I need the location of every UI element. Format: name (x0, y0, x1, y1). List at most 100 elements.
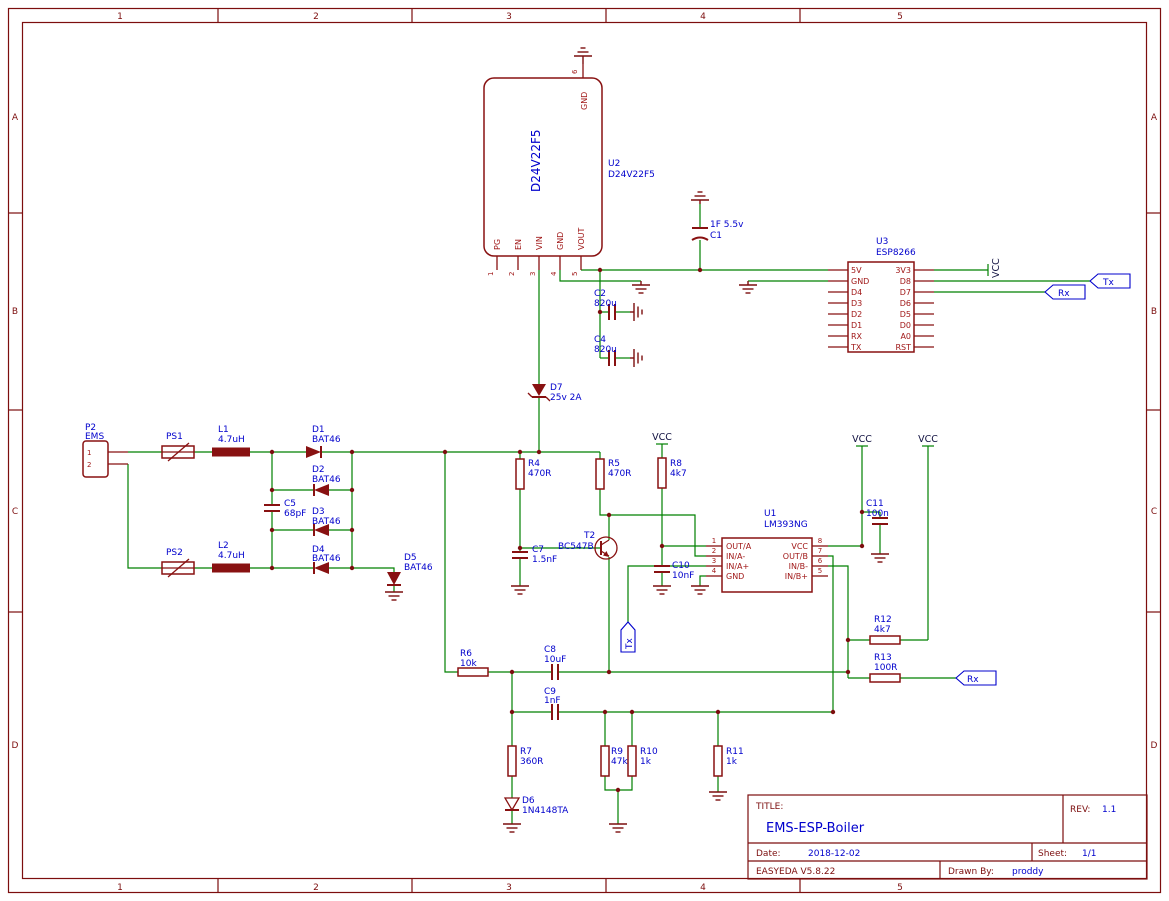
component-ps1[interactable]: PS1 (161, 432, 195, 462)
component-d1-diode[interactable]: D1 BAT46 (306, 425, 341, 458)
sheet-frame: 1 2 3 4 5 1 2 3 4 5 A B C D A B C D (7, 7, 1162, 894)
rx-label: Rx (1058, 289, 1070, 299)
ground-icon (709, 791, 727, 801)
component-l1-inductor[interactable]: L1 4.7uH (212, 425, 250, 457)
component-c7[interactable]: C7 1.5nF (512, 545, 557, 565)
c10-ref: C10 (672, 561, 690, 571)
frame-col-label: 3 (506, 883, 512, 893)
component-r5-resistor[interactable]: R5 470R (595, 458, 631, 490)
drawn-by-label: Drawn By: (948, 867, 994, 877)
component-c11[interactable]: C11 100n (866, 499, 889, 525)
component-c8[interactable]: C8 10uF (544, 645, 566, 680)
c11-value: 100n (866, 509, 889, 519)
c4-ref: C4 (594, 335, 606, 345)
component-u2-regulator[interactable]: D24V22F5 PG EN VIN GND VOUT 1 2 3 4 5 GN… (483, 64, 655, 276)
component-r9-resistor[interactable]: R9 47k (600, 745, 628, 777)
d3-ref: D3 (312, 507, 325, 517)
r12-ref: R12 (874, 615, 892, 625)
component-u1-comparator[interactable]: U1 LM393NG OUT/A IN/A- IN/A+ GND VCC OUT… (706, 509, 828, 593)
u2-pin-name: EN (514, 239, 523, 250)
component-c9[interactable]: C9 1nF (544, 687, 561, 720)
component-c2[interactable]: C2 820u (594, 289, 617, 320)
component-d7-zener[interactable]: D7 25v 2A (527, 383, 582, 403)
vcc-flag[interactable]: VCC (652, 432, 672, 445)
l2-ref: L2 (218, 541, 229, 551)
u2-pin-number: 5 (571, 272, 579, 276)
frame-col-label: 4 (700, 12, 706, 22)
frame-row-label: C (1151, 507, 1157, 517)
u2-pin-name: GND (580, 92, 589, 110)
p2-pin-number: 1 (87, 449, 91, 457)
component-c1[interactable]: 1F 5.5v C1 (691, 220, 744, 241)
rx-flag[interactable]: Rx (955, 670, 997, 686)
c2-ref: C2 (594, 289, 606, 299)
r5-value: 470R (608, 469, 631, 479)
component-c4[interactable]: C4 820u (594, 335, 617, 366)
c8-ref: C8 (544, 645, 556, 655)
r11-ref: R11 (726, 747, 744, 757)
u3-pin-name: D4 (851, 288, 862, 297)
component-d2-diode[interactable]: D2 BAT46 (312, 465, 341, 496)
u1-body[interactable] (721, 537, 813, 593)
component-c10[interactable]: C10 10nF (654, 561, 694, 581)
c10-value: 10nF (672, 571, 694, 581)
p2-body[interactable] (82, 440, 109, 478)
r4-ref: R4 (528, 459, 540, 469)
frame-col-label: 3 (506, 12, 512, 22)
u2-body[interactable] (483, 77, 603, 257)
u2-value: D24V22F5 (608, 170, 655, 180)
vcc-flag[interactable]: VCC (852, 434, 872, 447)
u1-pin-number: 6 (818, 557, 823, 565)
u3-pin-name: RX (851, 332, 863, 341)
d7-value: 25v 2A (550, 393, 582, 403)
title-block: TITLE: EMS-ESP-Boiler REV: 1.1 Date: 201… (747, 794, 1148, 880)
component-r12-resistor[interactable]: R12 4k7 (869, 615, 901, 645)
vcc-flag[interactable]: VCC (987, 258, 1002, 278)
u1-pin-number: 8 (818, 537, 822, 545)
d1-value: BAT46 (312, 435, 341, 445)
component-r8-resistor[interactable]: R8 4k7 (657, 457, 687, 489)
tx-flag[interactable]: Tx (620, 621, 636, 653)
component-r6-resistor[interactable]: R6 10k (457, 649, 489, 677)
date-value: 2018-12-02 (808, 849, 860, 859)
rx-flag[interactable]: Rx (1044, 284, 1086, 300)
component-d6-diode[interactable]: D6 1N4148TA (503, 796, 569, 816)
component-p2-connector[interactable]: P2 EMS 1 2 (82, 423, 128, 478)
u3-pin-name: D5 (900, 310, 911, 319)
vcc-flag[interactable]: VCC (918, 434, 938, 447)
ground-icon (609, 823, 627, 833)
u1-pin-name: IN/A- (726, 552, 745, 561)
u2-pin-number: 4 (550, 271, 558, 276)
u3-pin-name: GND (851, 277, 869, 286)
component-r13-resistor[interactable]: R13 100R (869, 653, 901, 683)
u2-pin-number: 2 (508, 272, 516, 276)
component-u3-esp8266[interactable]: U3 ESP8266 5V GND D4 D3 D2 D1 RX TX 3V3 … (828, 237, 934, 353)
u3-body[interactable] (847, 261, 915, 353)
u3-pin-name: D0 (900, 321, 911, 330)
d1-ref: D1 (312, 425, 325, 435)
component-r4-resistor[interactable]: R4 470R (515, 458, 551, 490)
u1-pin-number: 1 (712, 537, 716, 545)
component-d4-diode[interactable]: D4 BAT46 (312, 545, 341, 574)
component-t2-transistor[interactable]: T2 BC547B (558, 531, 618, 560)
l1-value: 4.7uH (218, 435, 245, 445)
component-r11-resistor[interactable]: R11 1k (713, 745, 744, 777)
frame-row-label: C (12, 507, 18, 517)
c5-value: 68pF (284, 509, 306, 519)
u2-pin-name: VOUT (577, 228, 586, 250)
t2-ref: T2 (583, 531, 595, 541)
c1-value: 1F 5.5v (710, 220, 744, 230)
frame-col-label: 1 (117, 12, 123, 22)
rx-label: Rx (967, 675, 979, 685)
component-ps2[interactable]: PS2 (161, 548, 195, 578)
component-d3-diode[interactable]: D3 BAT46 (312, 507, 341, 536)
tx-flag[interactable]: Tx (1089, 273, 1131, 289)
component-r7-resistor[interactable]: R7 360R (507, 745, 543, 777)
component-l2-inductor[interactable]: L2 4.7uH (212, 541, 250, 573)
title-label: TITLE: (755, 802, 783, 812)
frame-col-label: 2 (313, 12, 319, 22)
r13-ref: R13 (874, 653, 892, 663)
component-r10-resistor[interactable]: R10 1k (627, 745, 658, 777)
component-d5-diode[interactable]: D5 BAT46 (387, 553, 433, 586)
component-c5[interactable]: C5 68pF (264, 499, 306, 519)
